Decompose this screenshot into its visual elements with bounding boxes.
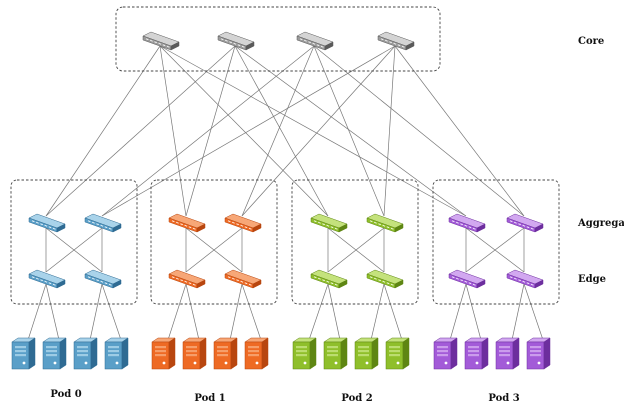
core0-to-pod0-agg-link	[45, 45, 161, 217]
pod1-server0-link	[167, 283, 187, 341]
pod0-server2-link	[89, 283, 103, 341]
core0-to-pod1-agg-link	[159, 45, 187, 217]
core2-to-pod1-agg-link	[241, 45, 315, 217]
layer-label-aggregation: Aggregation	[577, 218, 624, 229]
core3-to-pod2-agg-link	[383, 45, 396, 217]
pod2-aggregation-switch-1: network-switch-icon	[366, 213, 404, 233]
pod3-agg1-edge0-link	[465, 227, 525, 273]
core1-to-pod3-agg-link	[234, 45, 467, 217]
pod2-server-0: server-tower-icon	[292, 337, 317, 370]
pod2-agg1-edge0-link	[327, 227, 385, 273]
pod0-aggregation-switch-1: network-switch-icon	[84, 213, 122, 233]
pod-label-3: Pod 3	[488, 393, 519, 404]
pod0-edge-switch-1: network-switch-icon	[84, 269, 122, 289]
pod1-server-3: server-tower-icon	[244, 337, 269, 370]
pod1-agg1-edge0-link	[185, 227, 243, 273]
grouping-boxes	[10, 6, 560, 305]
pod2-aggregation-switch-0: network-switch-icon	[310, 213, 348, 233]
core3-to-pod3-agg-link	[394, 45, 525, 217]
core-group-box	[115, 6, 441, 72]
pod2-server2-link	[370, 283, 385, 341]
pod1-server-0: server-tower-icon	[151, 337, 176, 370]
pod1-server3-link	[241, 283, 262, 341]
pod2-server-3: server-tower-icon	[385, 337, 410, 370]
pod2-group-box	[291, 179, 419, 305]
pod0-group-box	[10, 179, 138, 305]
core-switch-2: network-switch-icon	[296, 31, 334, 51]
pod3-aggregation-switch-0: network-switch-icon	[448, 213, 486, 233]
pod3-server-3: server-tower-icon	[526, 337, 551, 370]
pod3-server2-link	[511, 283, 525, 341]
pod3-server-2: server-tower-icon	[495, 337, 520, 370]
pod-label-2: Pod 2	[341, 393, 372, 404]
pod3-edge-switch-0: network-switch-icon	[448, 269, 486, 289]
link-layer	[27, 45, 544, 341]
pod1-server2-link	[229, 283, 243, 341]
layer-label-core: Core	[578, 36, 604, 47]
pod1-server1-link	[185, 283, 200, 341]
pod2-server1-link	[327, 283, 341, 341]
pod1-server-2: server-tower-icon	[213, 337, 238, 370]
device-layer: network-switch-icon network-switch-icon ne…	[11, 31, 551, 370]
pod0-server-3: server-tower-icon	[104, 337, 129, 370]
pod0-server0-link	[27, 283, 47, 341]
core1-to-pod0-agg-link	[45, 45, 236, 217]
core-switch-3: network-switch-icon	[377, 31, 415, 51]
core2-to-pod3-agg-link	[313, 45, 525, 217]
core1-to-pod1-agg-link	[185, 45, 236, 217]
pod3-server1-link	[465, 283, 482, 341]
core-switch-1: network-switch-icon	[217, 31, 255, 51]
pod3-server-1: server-tower-icon	[464, 337, 489, 370]
core0-to-pod2-agg-link	[159, 45, 329, 217]
core3-to-pod1-agg-link	[241, 45, 396, 217]
pod1-server-1: server-tower-icon	[182, 337, 207, 370]
pod1-aggregation-switch-0: network-switch-icon	[168, 213, 206, 233]
pod2-server0-link	[308, 283, 329, 341]
pod2-server-1: server-tower-icon	[323, 337, 348, 370]
core0-to-pod3-agg-link	[159, 45, 467, 217]
pod3-edge-switch-1: network-switch-icon	[506, 269, 544, 289]
pod2-edge-switch-1: network-switch-icon	[366, 269, 404, 289]
pod1-group-box	[150, 179, 278, 305]
pod-label-0: Pod 0	[50, 389, 81, 400]
pod1-edge-switch-0: network-switch-icon	[168, 269, 206, 289]
core2-to-pod0-agg-link	[101, 45, 315, 217]
pod3-server-0: server-tower-icon	[433, 337, 458, 370]
pod0-server-1: server-tower-icon	[42, 337, 67, 370]
pod-label-1: Pod 1	[194, 393, 225, 404]
pod0-agg1-edge0-link	[45, 227, 103, 273]
pod0-aggregation-switch-0: network-switch-icon	[28, 213, 66, 233]
pod1-aggregation-switch-1: network-switch-icon	[224, 213, 262, 233]
layer-label-edge: Edge	[578, 274, 606, 285]
pod0-server3-link	[101, 283, 122, 341]
pod3-server0-link	[449, 283, 467, 341]
pod2-edge-switch-0: network-switch-icon	[310, 269, 348, 289]
pod0-server-0: server-tower-icon	[11, 337, 36, 370]
core1-to-pod2-agg-link	[234, 45, 329, 217]
pod0-server-2: server-tower-icon	[73, 337, 98, 370]
pod0-server1-link	[45, 283, 60, 341]
core2-to-pod2-agg-link	[313, 45, 385, 217]
pod0-edge-switch-0: network-switch-icon	[28, 269, 66, 289]
core-switch-0: network-switch-icon	[142, 31, 180, 51]
pod2-server-2: server-tower-icon	[354, 337, 379, 370]
pod3-server3-link	[523, 283, 544, 341]
pod3-group-box	[432, 179, 560, 305]
pod1-edge-switch-1: network-switch-icon	[224, 269, 262, 289]
pod2-server3-link	[383, 283, 403, 341]
pod3-aggregation-switch-1: network-switch-icon	[506, 213, 544, 233]
